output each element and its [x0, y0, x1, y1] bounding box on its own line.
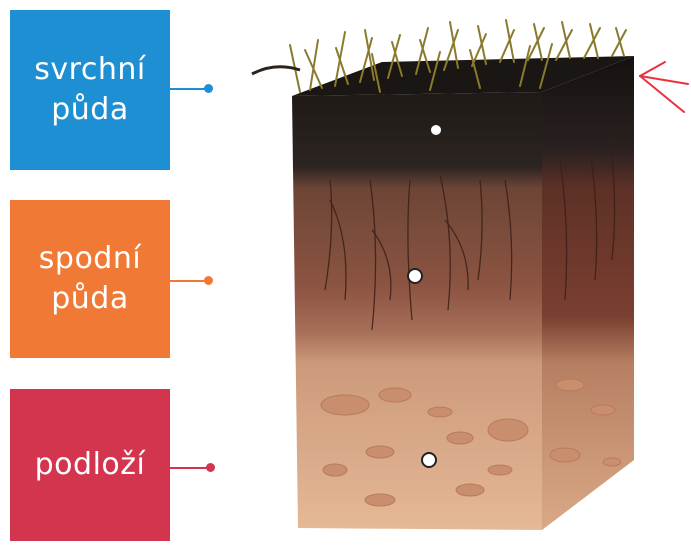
- grass-stem: [252, 67, 300, 74]
- bedrock-marker: [422, 453, 436, 467]
- subsoil-marker: [408, 269, 422, 283]
- topsoil-marker: [431, 125, 441, 135]
- red-arrow-annotation: [640, 62, 688, 112]
